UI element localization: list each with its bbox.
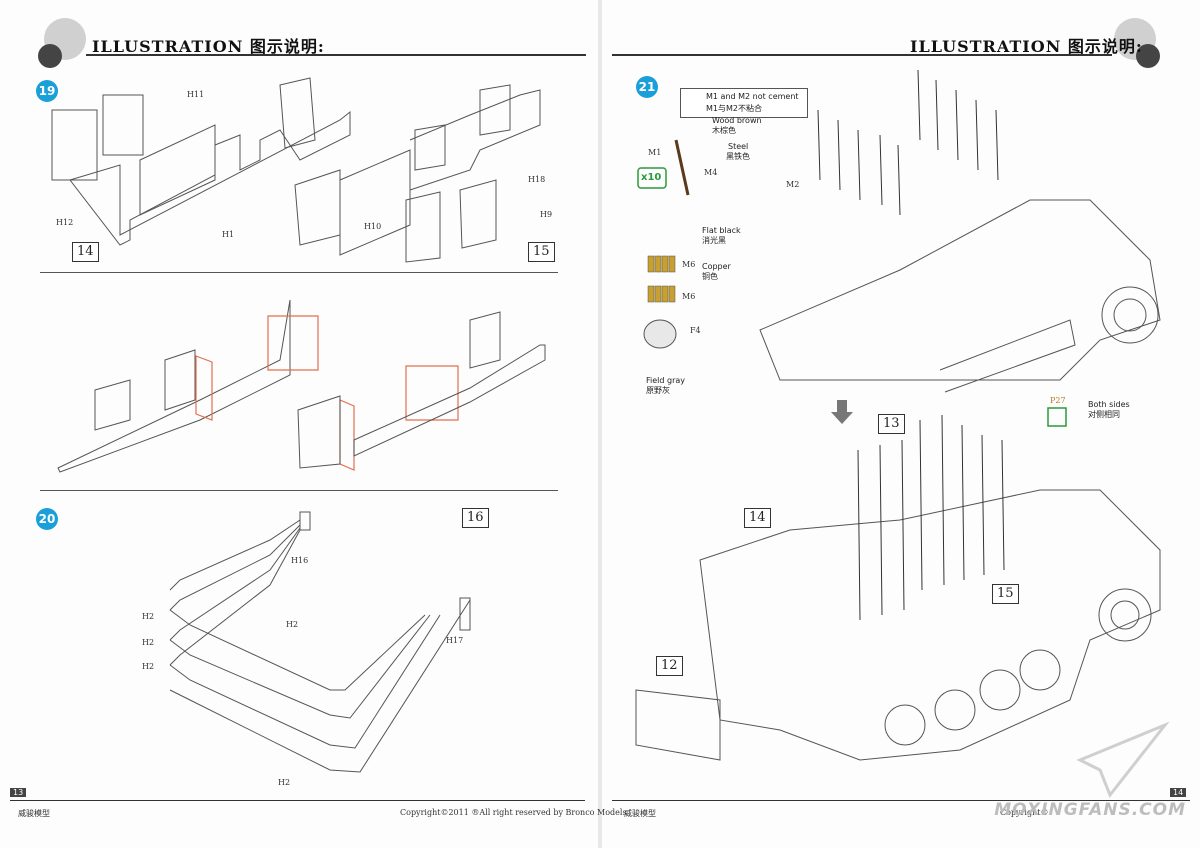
part-label-h2: H2 bbox=[142, 612, 155, 621]
header-rule-right bbox=[612, 54, 1112, 56]
part-label-h2: H2 bbox=[286, 620, 299, 629]
part-label-h10: H10 bbox=[364, 222, 382, 231]
step-badge-21: 21 bbox=[636, 76, 658, 98]
header-rule-left bbox=[86, 54, 586, 56]
part-label-h18: H18 bbox=[528, 175, 546, 184]
step19-highlight-parts bbox=[195, 315, 459, 471]
callout-box-13: 13 bbox=[878, 414, 905, 434]
part-label-h2: H2 bbox=[278, 778, 291, 787]
part-label-m6: M6 bbox=[682, 260, 696, 269]
paint-field-gray-cn: 原野灰 bbox=[646, 386, 670, 395]
part-label-h9: H9 bbox=[540, 210, 553, 219]
paint-steel-cn: 黑铁色 bbox=[726, 152, 750, 161]
header-title-right: ILLUSTRATION 图示说明: bbox=[910, 37, 1143, 56]
page-number-left: 13 bbox=[10, 788, 27, 797]
paint-wood-cn: 木棕色 bbox=[712, 126, 736, 135]
section-divider bbox=[40, 272, 558, 273]
paint-copper-en: Copper bbox=[702, 262, 731, 271]
x10-badge-frame bbox=[637, 167, 667, 189]
step19-assembled-left bbox=[57, 299, 291, 473]
part-label-p27: P27 bbox=[1050, 396, 1066, 405]
ammo-clip-copper bbox=[647, 285, 676, 303]
step21-vehicle-assembled bbox=[635, 489, 1161, 761]
step21-rifle-detail bbox=[674, 139, 690, 196]
warning-note-en: M1 and M2 not cement bbox=[706, 92, 799, 101]
paint-flat-black-cn: 消光黑 bbox=[702, 236, 726, 245]
step21-rifles-rack bbox=[817, 69, 999, 216]
header-title-left: ILLUSTRATION 图示说明: bbox=[92, 37, 325, 56]
both-sides-icon bbox=[1047, 407, 1067, 427]
paint-flat-black-en: Flat black bbox=[702, 226, 741, 235]
footer-rule-left bbox=[10, 800, 585, 801]
paint-steel-en: Steel bbox=[728, 142, 749, 151]
quantity-x10-label: x10 bbox=[641, 172, 662, 183]
watermark-text: MOXINGFANS.COM bbox=[994, 800, 1186, 820]
paint-copper-cn: 铜色 bbox=[702, 272, 718, 281]
callout-box-15: 15 bbox=[992, 584, 1019, 604]
warning-note-cn: M1与M2不粘合 bbox=[706, 104, 762, 113]
step21-arrow bbox=[831, 400, 853, 424]
section-divider bbox=[40, 490, 558, 491]
step19-right-side-panel bbox=[294, 84, 541, 263]
part-label-h16: H16 bbox=[291, 556, 309, 565]
step21-vehicle-top bbox=[759, 199, 1161, 393]
helmet-part bbox=[643, 319, 677, 349]
part-label-m2: M2 bbox=[786, 180, 800, 189]
part-label-m1: M1 bbox=[648, 148, 662, 157]
footer-brand-right: 威骏模型 bbox=[624, 809, 656, 818]
part-label-m4: M4 bbox=[704, 168, 718, 177]
part-label-h12: H12 bbox=[56, 218, 74, 227]
part-label-h2: H2 bbox=[142, 662, 155, 671]
step-badge-20: 20 bbox=[36, 508, 58, 530]
callout-box-14: 14 bbox=[744, 508, 771, 528]
part-label-m6: M6 bbox=[682, 292, 696, 301]
part-label-h1: H1 bbox=[222, 230, 235, 239]
part-label-h11: H11 bbox=[187, 90, 205, 99]
page-number-right: 14 bbox=[1170, 788, 1187, 797]
step21-rifles-installed bbox=[857, 414, 1005, 621]
paint-field-gray-en: Field gray bbox=[646, 376, 686, 385]
page-gutter bbox=[598, 0, 602, 848]
ammo-clip-flat-black bbox=[647, 255, 676, 273]
both-sides-cn: 对侧相同 bbox=[1088, 410, 1120, 419]
warning-note-box bbox=[680, 88, 808, 118]
header-circle-dark-right bbox=[1136, 44, 1160, 68]
footer-copyright-left: Copyright©2011 ®All right reserved by Br… bbox=[400, 808, 627, 817]
part-label-h2: H2 bbox=[142, 638, 155, 647]
part-label-h17: H17 bbox=[446, 636, 464, 645]
callout-box-12: 12 bbox=[656, 656, 683, 676]
footer-copyright-right: Copyright© bbox=[1000, 808, 1049, 817]
both-sides-en: Both sides bbox=[1088, 400, 1130, 409]
header-circle-dark-left bbox=[38, 44, 62, 68]
step20-handrails bbox=[169, 511, 471, 773]
paint-wood-en: Wood brown bbox=[712, 116, 762, 125]
footer-brand-left: 威骏模型 bbox=[18, 809, 50, 818]
callout-box-15-top: 15 bbox=[528, 242, 555, 262]
part-label-f4: F4 bbox=[690, 326, 701, 335]
step19-left-side-panel bbox=[51, 77, 351, 246]
watermark-plane-icon bbox=[1076, 721, 1170, 798]
step-badge-19: 19 bbox=[36, 80, 58, 102]
callout-box-14-top: 14 bbox=[72, 242, 99, 262]
footer-rule-right bbox=[612, 800, 1190, 801]
step19-assembled-right bbox=[297, 311, 546, 469]
callout-box-16: 16 bbox=[462, 508, 489, 528]
